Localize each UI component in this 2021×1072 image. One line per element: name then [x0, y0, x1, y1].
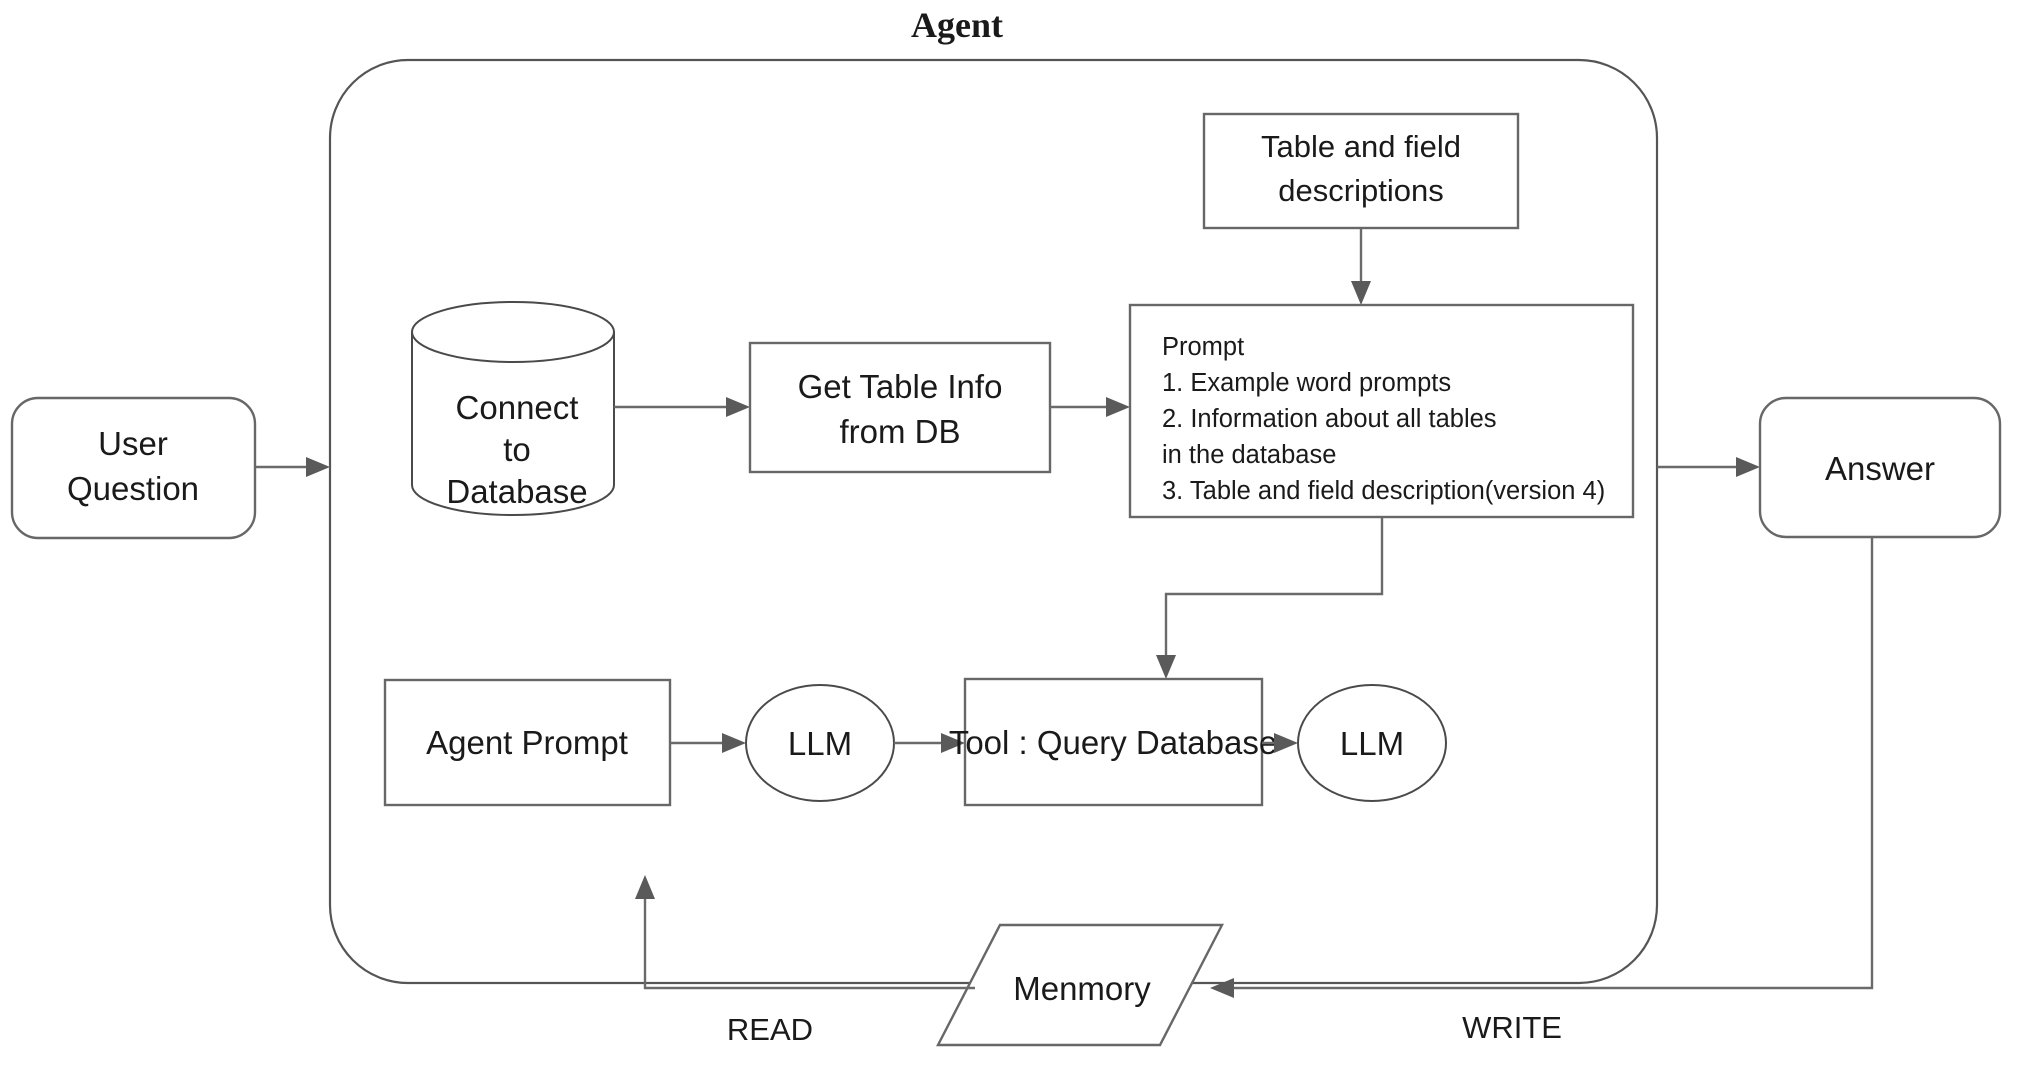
prompt-line-4: 3. Table and field description(version 4…	[1162, 477, 1605, 505]
tool-query-database-label: Tool : Query Database	[949, 724, 1277, 761]
arrow-head-prompt-to-tool-query-database	[1156, 655, 1176, 679]
edge-answer-to-memory-write	[1222, 537, 1874, 990]
llm-first-label: LLM	[788, 725, 852, 762]
arrow-head-connect-db-to-get-table-info	[726, 397, 750, 417]
memory-label: Menmory	[1013, 970, 1151, 1007]
arrow-head-llm-first-to-tool	[941, 733, 965, 753]
arrow-head-prompt-to-answer	[1736, 457, 1760, 477]
table-field-desc-label-line-2: descriptions	[1278, 173, 1443, 208]
node-agent-prompt[interactable]	[383, 678, 672, 807]
node-llm-second[interactable]	[1297, 684, 1447, 802]
connect-db-label-line-3: Database	[446, 473, 587, 510]
node-prompt[interactable]	[1128, 303, 1635, 519]
node-get-table-info[interactable]	[748, 341, 1052, 474]
node-connect-to-database-top	[411, 301, 615, 363]
node-answer[interactable]	[1758, 396, 2002, 539]
connect-db-label-line-2: to	[503, 431, 531, 468]
arrow-head-get-table-info-to-prompt	[1106, 397, 1130, 417]
arrow-head-user-question-to-agent	[306, 457, 330, 477]
prompt-heading: Prompt	[1162, 333, 1244, 361]
arrow-head-memory-to-agent-read	[635, 875, 655, 899]
edge-label-read: READ	[727, 1012, 813, 1047]
connect-db-label-line-1: Connect	[456, 389, 579, 426]
arrow-head-tool-to-llm-second	[1274, 733, 1298, 753]
node-user-question[interactable]	[10, 396, 257, 540]
user-question-label-line-2: Question	[67, 470, 199, 507]
edge-label-write: WRITE	[1462, 1010, 1562, 1045]
prompt-line-3: in the database	[1162, 441, 1336, 469]
answer-label: Answer	[1825, 450, 1935, 487]
diagram-title: Agent	[911, 5, 1003, 45]
table-field-desc-label-line-1: Table and field	[1261, 129, 1461, 164]
arrow-head-agent-prompt-to-llm-first	[722, 733, 746, 753]
agent-prompt-label: Agent Prompt	[426, 724, 628, 761]
get-table-info-label-line-2: from DB	[839, 413, 960, 450]
prompt-line-2: 2. Information about all tables	[1162, 405, 1497, 433]
node-tool-query-database[interactable]	[963, 677, 1264, 807]
llm-second-label: LLM	[1340, 725, 1404, 762]
node-connect-to-database-body[interactable]	[411, 331, 615, 516]
arrow-head-answer-to-memory-write	[1210, 978, 1234, 998]
node-memory[interactable]	[936, 923, 1224, 1047]
prompt-line-1: 1. Example word prompts	[1162, 369, 1451, 397]
arrow-head-table-field-desc-to-prompt	[1351, 281, 1371, 305]
user-question-label-line-1: User	[98, 425, 168, 462]
get-table-info-label-line-1: Get Table Info	[798, 368, 1003, 405]
edge-prompt-to-tool-query-database	[1164, 517, 1384, 667]
edge-memory-to-agent-read	[643, 895, 975, 990]
